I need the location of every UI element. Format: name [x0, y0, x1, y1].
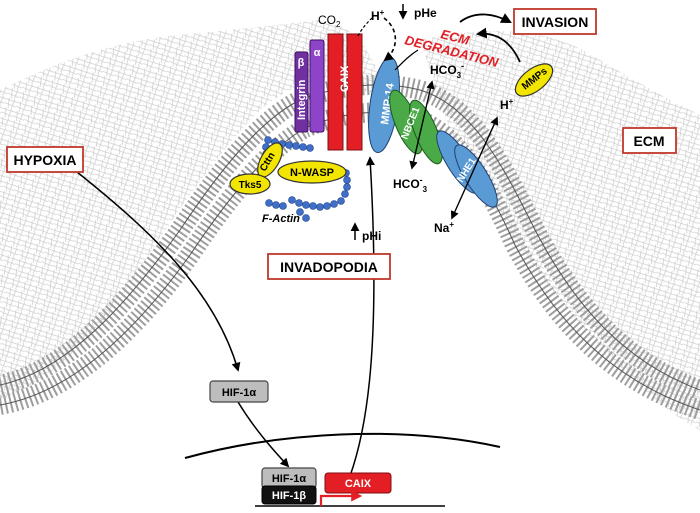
h-plus-dashed-arrow [383, 17, 397, 62]
h-plus-top: H+ [371, 8, 385, 23]
transcription-arrow [319, 490, 363, 506]
ecm-matrix [0, 20, 390, 400]
alpha-label: α [314, 47, 321, 59]
ecm-label: ECM [633, 133, 664, 149]
invasion-label: INVASION [522, 14, 589, 30]
mmps-protein[interactable] [510, 58, 558, 102]
h-plus-right: H+ [500, 97, 514, 112]
caix-protein-left[interactable] [327, 33, 344, 151]
nuclear-envelope [184, 432, 501, 459]
invadopodia-label: INVADOPODIA [280, 259, 378, 275]
hco3-bottom-label: HCO-3 [393, 175, 428, 194]
hypoxia-to-hif-arrow [71, 167, 241, 372]
ecm-to-invasion-arrow [459, 13, 512, 24]
invadopodia-box [267, 253, 391, 280]
mmps-to-ecm-arrow [475, 27, 521, 63]
tks5-protein[interactable] [229, 173, 271, 195]
nhe1-transport-arrow [450, 116, 499, 220]
hypoxia-box [6, 146, 84, 173]
integrin-label: Integrin [296, 79, 308, 120]
integrin-alpha-subunit[interactable] [309, 39, 325, 133]
h-plus-to-degradation-arrow [394, 49, 419, 71]
caix-gene-label: CAIX [345, 478, 372, 490]
hif1a-nucleus-label: HIF-1α [272, 473, 307, 485]
hypoxia-label: HYPOXIA [13, 152, 76, 168]
hif1a-cytoplasm-label: HIF-1α [222, 387, 257, 399]
caix-label: CAIX [339, 65, 351, 92]
hco3-transport-arrow [409, 80, 435, 170]
ecm-degradation-line1: ECM [439, 26, 472, 48]
caix-protein-right[interactable] [346, 33, 363, 151]
invasion-box [513, 8, 597, 35]
caix-gene-to-protein-arrow [349, 156, 375, 477]
co2-label: CO2 [318, 13, 341, 29]
beta-label: β [298, 57, 305, 69]
integrin-beta-subunit[interactable] [294, 51, 309, 133]
na-plus-label: Na+ [434, 220, 454, 235]
co2-arrow [357, 17, 373, 37]
ecm-box [622, 127, 677, 154]
hif1a-cytoplasm-box[interactable] [209, 380, 269, 403]
nwasp-label: N-WASP [290, 167, 334, 179]
tks5-label: Tks5 [239, 180, 262, 191]
hco3-top-label: HCO3- [430, 61, 464, 80]
phi-label: pHi [362, 229, 381, 243]
hif1b-box[interactable] [261, 485, 317, 505]
phe-label: pHe [414, 6, 437, 20]
hif1b-label: HIF-1β [272, 490, 307, 502]
nwasp-protein[interactable] [277, 160, 347, 184]
hif-to-nucleus-arrow [237, 401, 290, 468]
f-actin-label: F-Actin [262, 213, 300, 225]
